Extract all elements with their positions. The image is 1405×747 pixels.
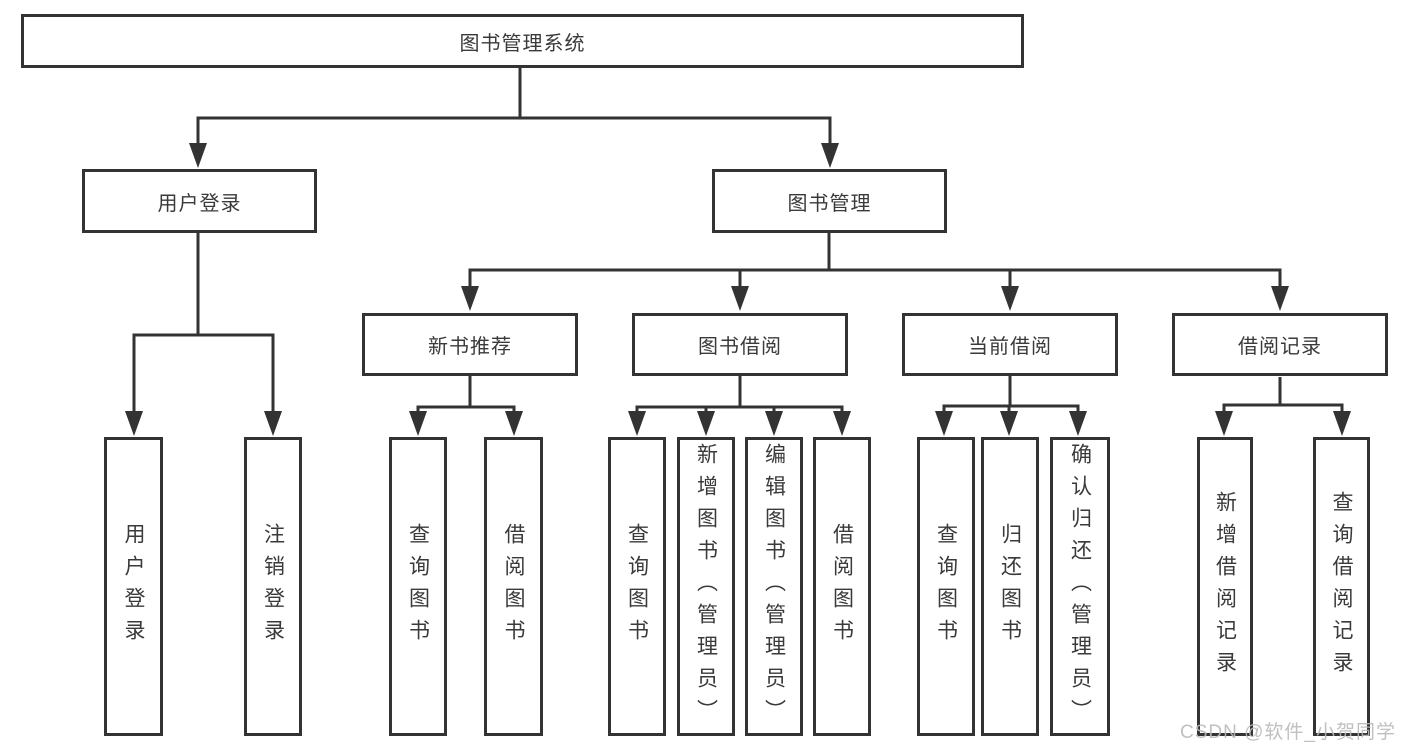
arrowheads [125,143,1351,436]
node-user-login: 用户登录 [82,169,317,233]
edge-current-borrow-children [942,376,1080,413]
leaf-confirm-return-admin-label: 确认归还（管理员） [1068,442,1092,731]
leaf-query-books-label: 查询图书 [934,522,958,651]
node-root-label: 图书管理系统 [459,32,586,55]
csdn-watermark: CSDN @软件_小贺同学 [1180,722,1396,743]
node-book-borrow-label: 图书借阅 [698,336,782,358]
edge-new-rec-children [416,376,516,413]
leaf-return-books: 归还图书 [981,437,1039,736]
leaf-logout: 注销登录 [244,437,302,736]
leaf-borrow-books-label: 借阅图书 [502,522,525,651]
leaf-query-books-label: 查询图书 [406,522,430,651]
leaf-query-books: 查询图书 [917,437,975,736]
edge-user-login-children [132,233,275,413]
node-current-borrow-label: 当前借阅 [968,336,1052,358]
leaf-borrow-books-label: 借阅图书 [830,522,854,651]
edge-book-mgmt-children [468,233,1282,288]
leaf-query-borrow-record-label: 查询借阅记录 [1330,490,1353,683]
leaf-query-books: 查询图书 [389,437,447,736]
leaf-edit-books-admin: 编辑图书（管理员） [745,437,803,736]
leaf-add-books-admin: 新增图书（管理员） [677,437,735,736]
leaf-query-borrow-record: 查询借阅记录 [1313,437,1370,736]
node-book-management: 图书管理 [712,169,947,233]
leaf-add-borrow-record-label: 新增借阅记录 [1213,490,1237,683]
node-book-borrow: 图书借阅 [632,313,848,376]
leaf-query-books-label: 查询图书 [625,522,649,651]
node-borrow-records-label: 借阅记录 [1238,336,1322,358]
leaf-borrow-books: 借阅图书 [813,437,871,736]
node-user-login-label: 用户登录 [157,192,242,215]
leaf-logout-label: 注销登录 [261,522,285,651]
leaf-confirm-return-admin: 确认归还（管理员） [1050,437,1110,736]
node-new-book-recommend: 新书推荐 [362,313,578,376]
leaf-borrow-books: 借阅图书 [484,437,543,736]
edge-book-borrow-children [635,376,844,413]
node-book-management-label: 图书管理 [787,192,872,215]
node-root-system: 图书管理系统 [21,14,1024,68]
node-borrow-records: 借阅记录 [1172,313,1388,376]
leaf-return-books-label: 归还图书 [998,522,1022,651]
node-new-book-recommend-label: 新书推荐 [428,336,512,358]
leaf-user-login-label: 用户登录 [122,522,145,651]
leaf-edit-books-admin-label: 编辑图书（管理员） [762,442,786,731]
edge-root-to-level2 [196,68,832,145]
node-current-borrow: 当前借阅 [902,313,1118,376]
edge-borrow-records-children [1222,377,1344,413]
leaf-query-books: 查询图书 [608,437,666,736]
leaf-add-borrow-record: 新增借阅记录 [1197,437,1253,736]
leaf-add-books-admin-label: 新增图书（管理员） [694,442,718,731]
leaf-user-login: 用户登录 [104,437,163,736]
